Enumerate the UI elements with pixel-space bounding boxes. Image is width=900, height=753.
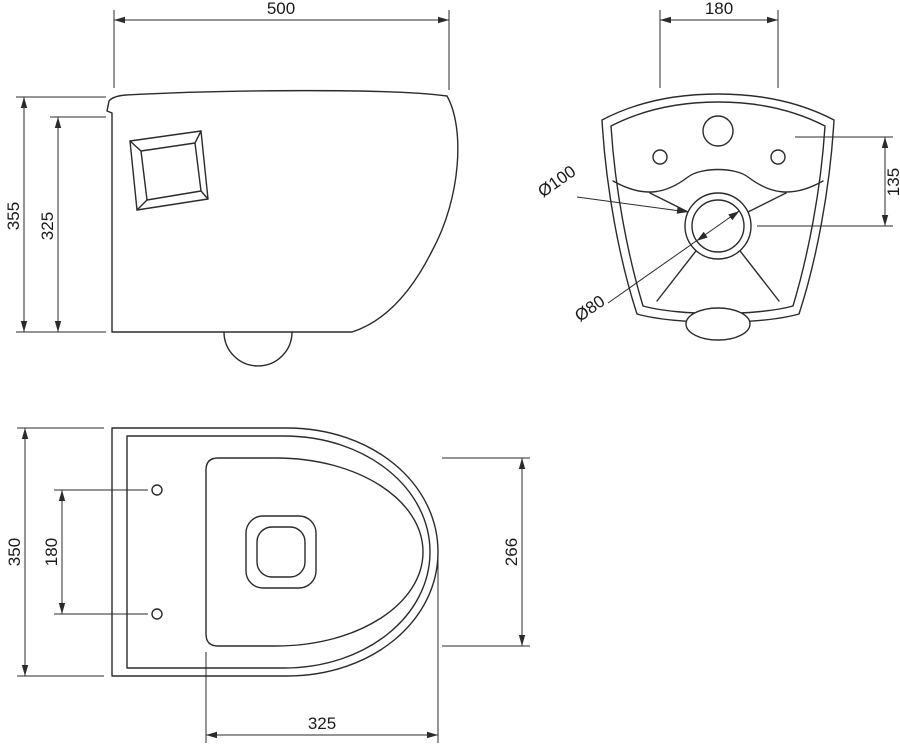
dim-top-width-label: 325: [308, 714, 336, 733]
dim-rear-inner-diameter-label: Ø80: [571, 291, 608, 325]
top-outline-inner: [126, 435, 431, 669]
dim-side-height-total: 355: [4, 96, 106, 333]
top-seat-contour: [205, 457, 424, 647]
dim-rear-inner-diameter-arrow-up: [728, 211, 740, 221]
dim-top-seat-length-label: 266: [502, 538, 521, 566]
dim-rear-inner-diameter-line: [607, 210, 740, 304]
dim-top-depth: 350: [5, 427, 104, 677]
dim-rear-vertical-offset-label: 135: [884, 168, 900, 196]
dim-top-width: 325: [205, 558, 439, 743]
dim-rear-vertical-offset: 135: [757, 136, 900, 227]
dim-top-hole-spacing-label: 180: [42, 538, 61, 566]
top-outline-outer: [111, 427, 439, 677]
rear-view: 180 135 Ø100 Ø80: [534, 0, 900, 341]
dim-rear-top-width-label: 180: [705, 0, 733, 18]
top-fixing-hole-lower: [151, 608, 163, 620]
dim-side-height-total-label: 355: [4, 202, 23, 230]
dim-top-seat-length: 266: [442, 457, 530, 647]
dim-rear-inner-diameter-arrow-down: [696, 231, 708, 241]
dim-side-height-inner: 325: [38, 116, 106, 332]
top-drain-inner: [256, 526, 306, 578]
top-view: 350 180 266 325: [5, 427, 530, 743]
dim-rear-outer-diameter-label: Ø100: [534, 162, 579, 201]
rear-fixing-hole-right: [770, 149, 786, 165]
dim-top-hole-spacing: 180: [42, 489, 148, 615]
dim-rear-top-width: 180: [659, 0, 779, 88]
dim-rear-outer-diameter-leader: [576, 196, 689, 214]
side-view: 500 355 325: [4, 0, 459, 367]
rear-outline-outer: [601, 93, 835, 323]
rear-outline-inner: [610, 101, 826, 315]
side-mounting-box-outer: [129, 130, 209, 211]
rear-fixing-hole-left: [652, 149, 668, 165]
rear-funnel-lines: [649, 192, 787, 302]
top-fixing-hole-upper: [151, 484, 163, 496]
dim-top-depth-label: 350: [5, 538, 24, 566]
rear-inlet-hole: [702, 115, 734, 147]
dim-side-width: 500: [113, 0, 450, 90]
side-outlet-arc: [223, 331, 293, 367]
side-profile-outline: [106, 89, 459, 333]
rear-rim-curve: [612, 168, 824, 193]
side-mounting-box-inner: [140, 142, 202, 201]
rear-outlet-cap: [685, 307, 751, 341]
top-drain-outer: [245, 515, 317, 589]
side-mounting-box-edges: [129, 130, 209, 211]
dim-side-width-label: 500: [267, 0, 295, 18]
dim-side-height-inner-label: 325: [38, 212, 57, 240]
